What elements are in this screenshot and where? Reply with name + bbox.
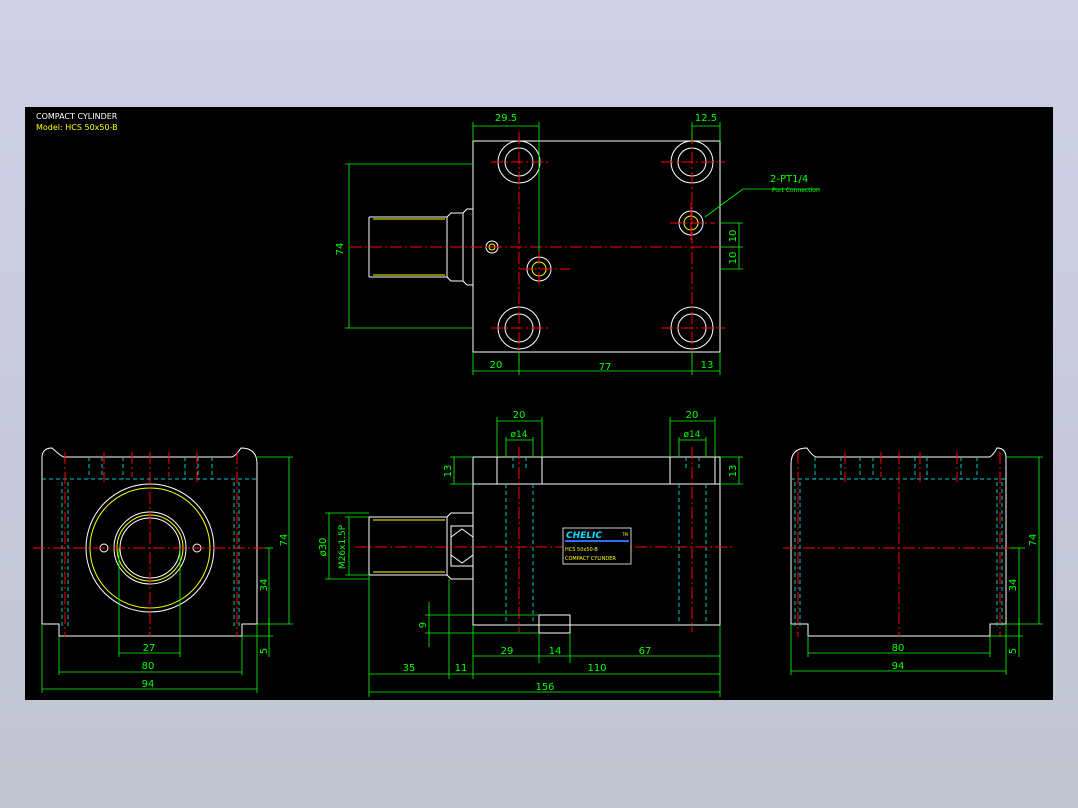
dim-77: 77 (599, 362, 612, 373)
dim-34-left: 34 (259, 579, 270, 592)
dim-13a-front: 13 (443, 465, 454, 478)
port-callout: 2-PT1/4 (770, 174, 808, 185)
cad-drawing: 29.5 12.5 74 10 10 20 77 13 2-PT1/4 Port… (33, 113, 1043, 697)
dim-35: 35 (403, 663, 416, 674)
dim-5-right: 5 (1008, 648, 1019, 654)
dim-34-right: 34 (1008, 579, 1019, 592)
dim-74-top: 74 (335, 243, 346, 256)
dim-14: 14 (549, 646, 562, 657)
dim-94-left: 94 (142, 679, 155, 690)
dim-74-right: 74 (1028, 534, 1039, 547)
dim-110: 110 (587, 663, 606, 674)
brand-logo: CHELIC (566, 531, 602, 541)
dim-9: 9 (418, 622, 429, 628)
model-label: Model: HCS 50x50-B (36, 123, 118, 132)
dim-phi30: ø30 (318, 538, 329, 557)
dim-10a: 10 (728, 230, 739, 243)
dim-27: 27 (143, 643, 156, 654)
port-description: Port Connection (772, 187, 820, 194)
dim-29-5: 29.5 (495, 113, 517, 124)
dim-80-right: 80 (892, 643, 905, 654)
dim-13b-front: 13 (728, 465, 739, 478)
dim-156: 156 (535, 682, 554, 693)
dim-5-left: 5 (259, 648, 270, 654)
dim-80-left: 80 (142, 661, 155, 672)
left-end-view: 74 34 5 27 80 94 (33, 447, 293, 693)
drawing-title: COMPACT CYLINDER (36, 112, 118, 121)
drawing-canvas[interactable]: COMPACT CYLINDER Model: HCS 50x50-B (25, 107, 1053, 700)
plate-product: COMPACT CYLINDER (565, 556, 616, 562)
plate-model: HCS 50x50-B (565, 547, 598, 553)
dim-94-right: 94 (892, 661, 905, 672)
dim-20b-front: 20 (686, 410, 699, 421)
dim-74-left: 74 (279, 534, 290, 547)
dim-10b: 10 (728, 252, 739, 265)
top-view: 29.5 12.5 74 10 10 20 77 13 2-PT1/4 Port… (335, 113, 820, 375)
dim-67: 67 (639, 646, 652, 657)
dim-12-5: 12.5 (695, 113, 717, 124)
right-end-view: 74 34 5 80 94 (783, 447, 1043, 675)
dim-phi14a: ø14 (511, 430, 528, 440)
front-view: CHELIC TM HCS 50x50-B COMPACT CYLINDER (318, 410, 743, 697)
trademark: TM (621, 532, 628, 537)
dim-phi14b: ø14 (684, 430, 701, 440)
dim-20a-front: 20 (513, 410, 526, 421)
dim-20-top: 20 (490, 360, 503, 371)
nameplate: CHELIC TM HCS 50x50-B COMPACT CYLINDER (562, 527, 632, 565)
dim-thread: M26x1.5P (338, 524, 348, 569)
dim-29: 29 (501, 646, 514, 657)
dim-11: 11 (455, 663, 468, 674)
dim-13-top: 13 (701, 360, 714, 371)
